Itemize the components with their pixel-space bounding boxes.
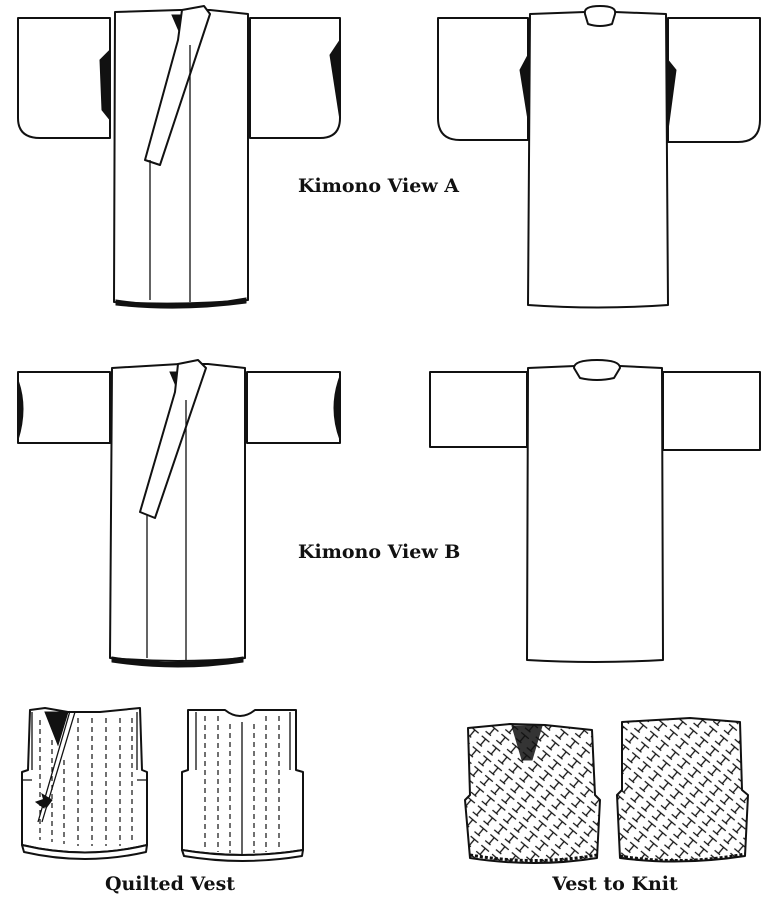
left-sleeve [17,371,111,444]
left-sleeve [437,17,529,141]
right-sleeve [667,17,761,143]
kimono-b-back [429,359,761,663]
kimono-b-label: Kimono View B [298,541,460,563]
left-sleeve [429,371,528,448]
right-sleeve [662,371,761,451]
body [527,11,669,309]
collar [139,359,207,519]
body [526,365,664,663]
collar [144,5,211,166]
knit-vest-back [616,717,749,863]
vest-to-knit-label: Vest to Knit [551,873,678,895]
right-sleeve [246,371,341,444]
knit-vest-front [464,723,601,864]
quilted-vest-front [21,707,148,860]
kimono-a-front [17,5,341,309]
kimono-a-back [437,5,761,309]
left-sleeve [17,17,111,139]
kimono-b-front [17,359,341,668]
quilted-vest-label: Quilted Vest [105,873,235,895]
right-sleeve [249,17,341,139]
collar [583,5,617,27]
quilted-vest-back [181,709,304,862]
collar [573,359,621,381]
kimono-a-label: Kimono View A [298,175,459,197]
